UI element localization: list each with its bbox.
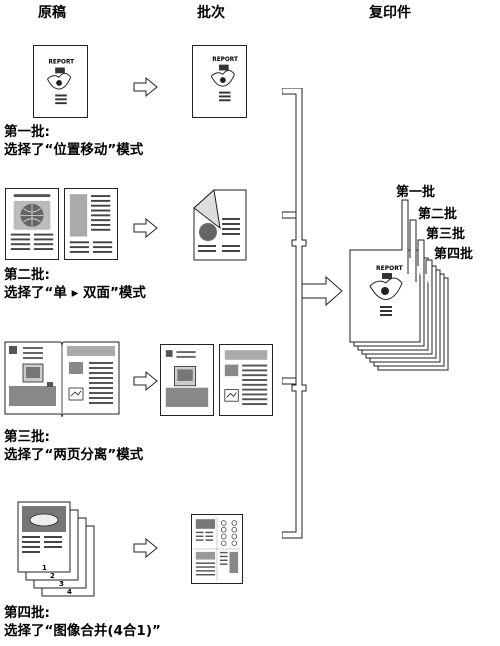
batch-tab-1 xyxy=(401,199,409,274)
batch-tab-3 xyxy=(417,239,425,290)
combined-4in1-page xyxy=(191,514,243,584)
report-page-batch: REPORT xyxy=(192,45,247,118)
batch-1-label: 第一批: xyxy=(4,124,50,140)
book-spread-original xyxy=(4,341,120,418)
page-number-3: 3 xyxy=(59,580,64,588)
page-number-1: 1 xyxy=(42,564,47,572)
duplex-page-batch xyxy=(193,189,247,261)
batch-2-caption: 第二批: 选择了“单 ▸ 双面”模式 xyxy=(4,266,146,302)
output-label-3: 第三批 xyxy=(426,226,465,242)
batch-tab-2 xyxy=(409,219,417,282)
batch-3-mode: 选择了“两页分离”模式 xyxy=(4,447,144,463)
batch-1-mode: 选择了“位置移动”模式 xyxy=(4,142,144,158)
collector-bracket xyxy=(282,88,343,539)
svg-text:REPORT: REPORT xyxy=(212,57,238,63)
right-arrow-icon xyxy=(133,370,158,392)
batch-1-caption: 第一批: 选择了“位置移动”模式 xyxy=(4,123,143,159)
output-arrow-icon xyxy=(301,275,343,307)
page-number-2: 2 xyxy=(50,572,55,580)
batch-2-mode: 选择了“单 ▸ 双面”模式 xyxy=(4,285,146,301)
header-copy: 复印件 xyxy=(369,5,411,21)
report-page-original: REPORT xyxy=(33,45,88,118)
output-label-4: 第四批 xyxy=(434,246,473,262)
header-batch: 批次 xyxy=(197,5,225,21)
output-report-title: REPORT xyxy=(376,265,404,272)
output-label-1: 第一批 xyxy=(396,184,435,200)
split-page-right xyxy=(219,344,273,416)
header-original: 原稿 xyxy=(38,5,66,21)
output-copy-stack: REPORT 第一批 第二批 第三批 第四批 xyxy=(349,184,473,371)
batch-4-caption: 第四批: 选择了“图像合并(4合1)” xyxy=(4,604,161,640)
page-number-badge xyxy=(9,346,17,354)
right-arrow-icon xyxy=(133,537,158,559)
right-arrow-icon xyxy=(133,76,158,98)
split-page-left xyxy=(160,344,214,416)
batch-2-label: 第二批: xyxy=(4,267,50,283)
globe-page-original xyxy=(5,188,59,260)
four-page-stack-original: 1 2 3 4 xyxy=(17,501,95,597)
report-title: REPORT xyxy=(48,60,74,66)
batch-4-mode: 选择了“图像合并(4合1)” xyxy=(4,623,161,639)
batch-tab-4 xyxy=(425,259,433,298)
right-arrow-icon xyxy=(133,217,158,239)
text-page-original xyxy=(64,188,118,260)
batch-3-label: 第三批: xyxy=(4,429,50,445)
batch-3-caption: 第三批: 选择了“两页分离”模式 xyxy=(4,428,143,464)
batch-4-label: 第四批: xyxy=(4,605,50,621)
output-label-2: 第二批 xyxy=(418,206,457,222)
page-number-4: 4 xyxy=(67,588,72,596)
